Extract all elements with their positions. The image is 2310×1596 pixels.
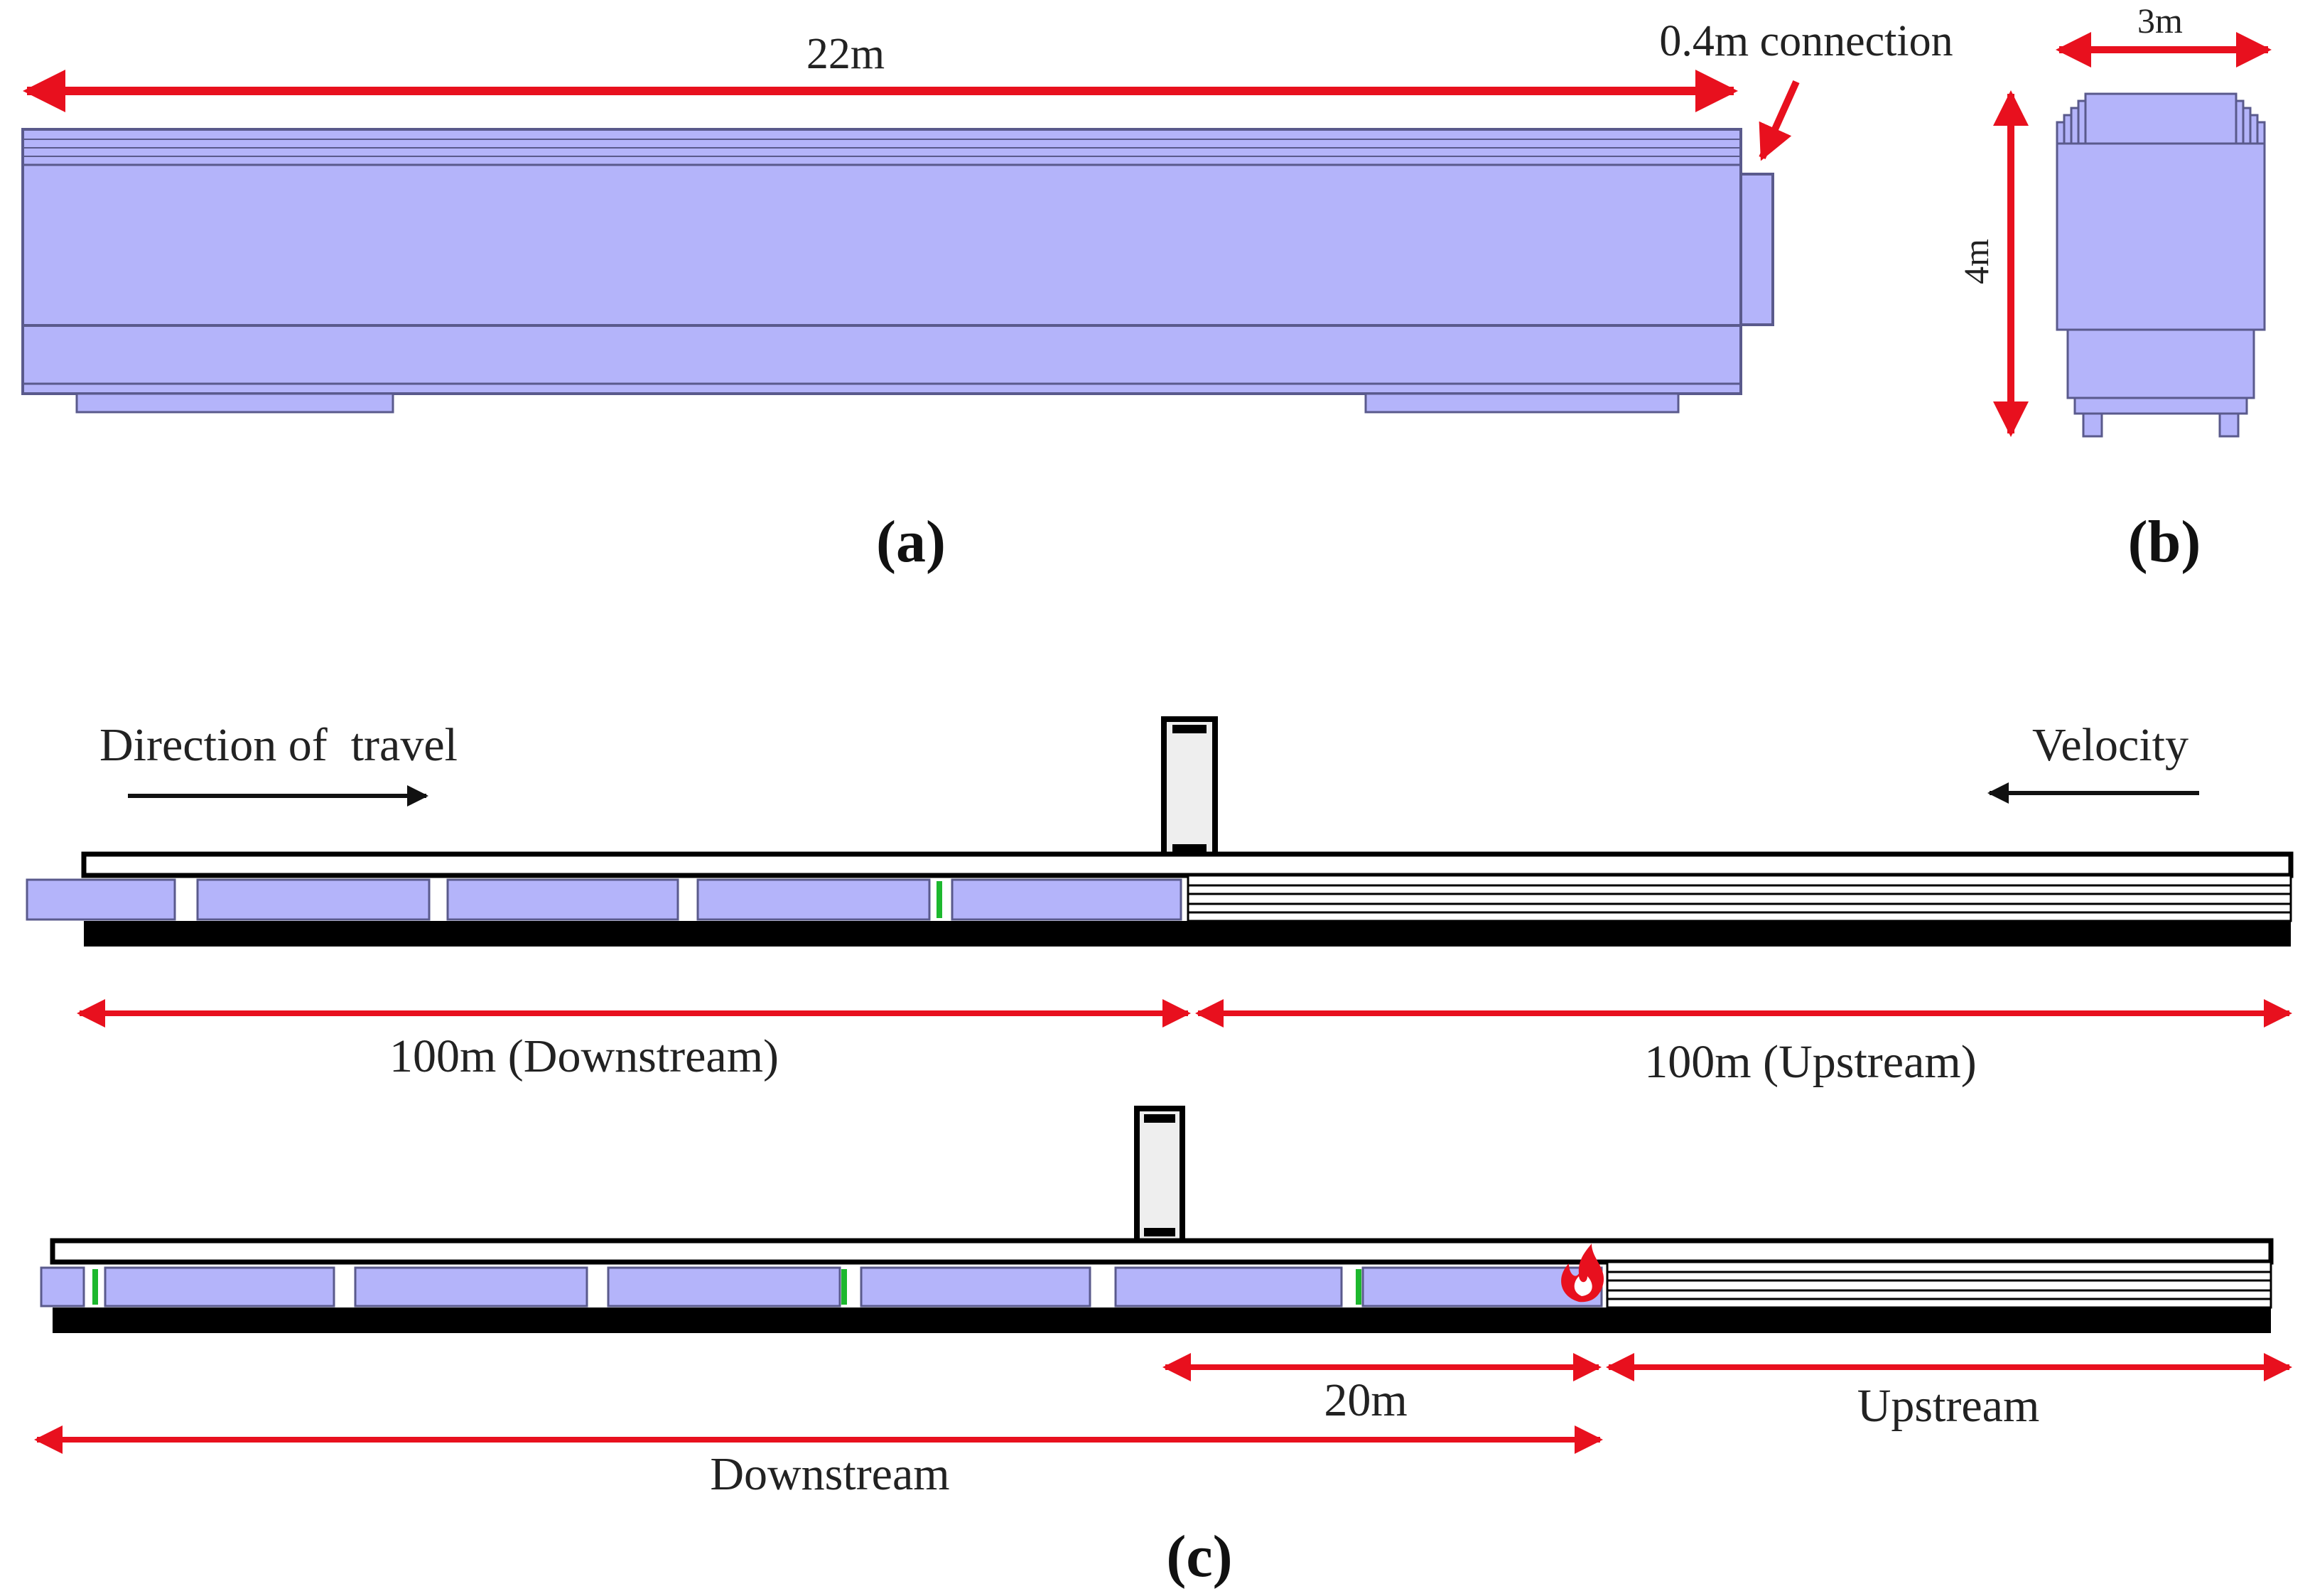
panel-c-caption: (c) bbox=[1166, 1524, 1232, 1590]
bogie-right bbox=[1364, 392, 1680, 414]
length-label: 22m bbox=[806, 30, 885, 78]
tunnel-empty-section-bottom bbox=[1606, 1261, 2272, 1309]
tunnel-floor-bottom bbox=[53, 1307, 2271, 1333]
ventilation-shaft-bottom bbox=[1134, 1106, 1185, 1246]
connection-pointer-arrow bbox=[1759, 80, 1800, 161]
tunnel-top-configuration: 100m (Downstream) 100m (Upstream) bbox=[26, 716, 2294, 1088]
tunnel-ceiling-top bbox=[81, 851, 2294, 878]
fire-icon bbox=[1561, 1244, 1604, 1303]
carriage bbox=[860, 1266, 1091, 1307]
panel-a-caption: (a) bbox=[876, 509, 946, 575]
carriage bbox=[40, 1266, 85, 1307]
bogie-left bbox=[75, 392, 394, 414]
tunnel-empty-section-top bbox=[1187, 874, 2292, 922]
downstream-label-top: 100m (Downstream) bbox=[389, 1030, 779, 1082]
panel-b-cross-section: 3m 4m (b) bbox=[1956, 1, 2272, 575]
tunnel-floor-top bbox=[84, 921, 2291, 947]
connection-block bbox=[1739, 173, 1774, 326]
coupling-marker bbox=[937, 881, 942, 918]
upstream-label-top: 100m (Upstream) bbox=[1644, 1036, 1976, 1088]
connection-label: 0.4m connection bbox=[1659, 17, 1953, 65]
velocity-label: Velocity bbox=[2032, 719, 2188, 771]
carriage bbox=[607, 1266, 841, 1307]
tunnel-ceiling-bottom bbox=[50, 1238, 2274, 1265]
carriage bbox=[104, 1266, 335, 1307]
panel-b-caption: (b) bbox=[2128, 509, 2201, 575]
fire-distance-label: 20m bbox=[1324, 1374, 1407, 1426]
coupling-marker bbox=[841, 1269, 847, 1305]
carriage bbox=[1361, 1266, 1603, 1307]
carriage bbox=[951, 878, 1182, 921]
carriage bbox=[1114, 1266, 1343, 1307]
width-label: 3m bbox=[2137, 1, 2183, 41]
height-label: 4m bbox=[1956, 239, 1996, 284]
carriage bbox=[196, 878, 431, 921]
carriage bbox=[446, 878, 679, 921]
tunnel-bottom-configuration: 20m Upstream Downstream bbox=[34, 1106, 2292, 1500]
panel-a-side-view: 22m 0.4m connection (a) bbox=[21, 17, 1953, 575]
train-top bbox=[26, 878, 1182, 921]
downstream-label-bottom: Downstream bbox=[710, 1448, 949, 1500]
train-bottom bbox=[40, 1266, 1603, 1307]
carriage-side-body bbox=[21, 128, 1742, 395]
coupling-marker bbox=[1356, 1269, 1361, 1305]
coupling-marker bbox=[92, 1269, 98, 1305]
carriage bbox=[354, 1266, 588, 1307]
upstream-label-bottom: Upstream bbox=[1857, 1380, 2040, 1432]
carriage bbox=[696, 878, 931, 921]
carriage-cross-section bbox=[2056, 92, 2266, 438]
ventilation-shaft-top bbox=[1161, 716, 1218, 863]
panel-c-tunnel-layouts: Direction of travel Velocity bbox=[26, 716, 2294, 1590]
direction-of-travel-label: Direction of travel bbox=[99, 719, 458, 771]
carriage bbox=[26, 878, 176, 921]
